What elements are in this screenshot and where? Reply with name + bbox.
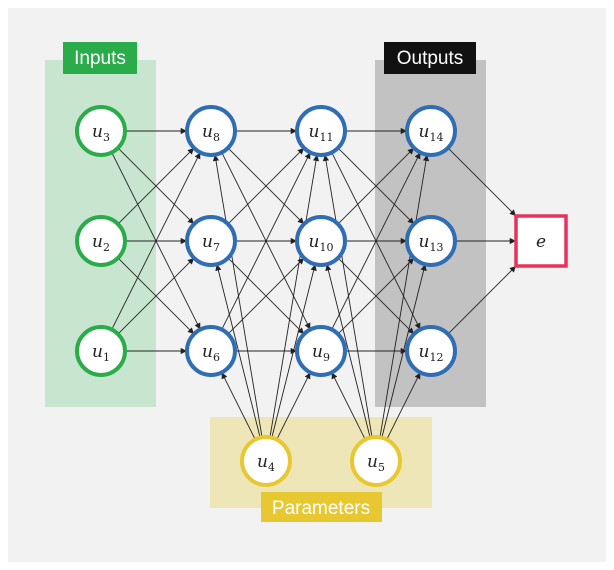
nodes-group: u3 u2 u1 u8 u7 u6 u11 u10 u9 u14 u13 u12 u4 u5 e xyxy=(75,105,568,487)
node-u9: u9 xyxy=(295,325,347,377)
edge-u1-to-u8 xyxy=(111,152,201,330)
node-u1-shape xyxy=(75,325,127,377)
edge-u4-to-u8 xyxy=(212,154,263,438)
node-u6-shape xyxy=(185,325,237,377)
edge-u5-to-u11 xyxy=(322,154,373,438)
node-u8-shape xyxy=(185,105,237,157)
node-u9-shape xyxy=(295,325,347,377)
node-u12: u12 xyxy=(405,325,457,377)
node-u8: u8 xyxy=(185,105,237,157)
node-u3-shape xyxy=(75,105,127,157)
edge-u1-to-u7 xyxy=(117,257,195,335)
node-u5-label: u5 xyxy=(367,452,385,474)
node-u13-shape xyxy=(405,215,457,267)
node-u3-label: u3 xyxy=(92,122,110,144)
edge-u5-to-u12 xyxy=(386,372,421,440)
edges-group xyxy=(111,127,517,440)
node-u10-shape xyxy=(295,215,347,267)
node-u7: u7 xyxy=(185,215,237,267)
edge-u5-to-u9 xyxy=(331,372,366,440)
node-u1-label: u1 xyxy=(92,342,110,364)
parameters-label-text: Parameters xyxy=(272,498,370,519)
node-u3: u3 xyxy=(75,105,127,157)
parameters-label: Parameters xyxy=(261,492,382,522)
edge-u6-to-u10 xyxy=(227,257,305,335)
edge-u10-to-u14 xyxy=(337,147,415,225)
edge-u2-to-u8 xyxy=(117,147,195,225)
node-u8-label: u8 xyxy=(202,122,220,144)
edge-u9-to-u14 xyxy=(331,152,421,330)
edge-u14-to-e xyxy=(447,147,517,217)
edge-u4-to-u11 xyxy=(269,154,320,438)
node-u11-label: u11 xyxy=(309,122,334,144)
edge-u4-to-u7 xyxy=(215,264,261,438)
node-u12-label: u12 xyxy=(419,342,444,364)
node-u2-label: u2 xyxy=(92,232,110,254)
node-u4-label: u4 xyxy=(257,452,275,474)
node-e-label: e xyxy=(536,232,546,252)
edge-u4-to-u10 xyxy=(271,264,317,438)
node-u11-shape xyxy=(295,105,347,157)
node-u11: u11 xyxy=(295,105,347,157)
edge-u4-to-u9 xyxy=(276,372,311,440)
node-u13: u13 xyxy=(405,215,457,267)
node-u4: u4 xyxy=(240,435,292,487)
outputs-label: Outputs xyxy=(384,42,476,74)
node-u14: u14 xyxy=(405,105,457,157)
outputs-label-text: Outputs xyxy=(397,48,464,69)
node-u2: u2 xyxy=(75,215,127,267)
edge-u12-to-e xyxy=(447,265,517,335)
edge-u5-to-u13 xyxy=(381,264,427,438)
node-u2-shape xyxy=(75,215,127,267)
node-u14-shape xyxy=(405,105,457,157)
node-u10-label: u10 xyxy=(309,232,334,254)
node-u10: u10 xyxy=(295,215,347,267)
node-u5: u5 xyxy=(350,435,402,487)
node-e: e xyxy=(514,214,568,268)
edge-u4-to-u6 xyxy=(221,372,256,440)
node-u7-shape xyxy=(185,215,237,267)
node-u4-shape xyxy=(240,435,292,487)
node-u9-label: u9 xyxy=(312,342,330,364)
node-u6: u6 xyxy=(185,325,237,377)
inputs-label: Inputs xyxy=(63,42,137,74)
edge-u6-to-u11 xyxy=(221,152,311,330)
node-u7-label: u7 xyxy=(202,232,220,254)
node-u6-label: u6 xyxy=(202,342,220,364)
edge-u5-to-u14 xyxy=(379,154,430,438)
node-u12-shape xyxy=(405,325,457,377)
node-u5-shape xyxy=(350,435,402,487)
inputs-label-text: Inputs xyxy=(74,48,126,69)
edge-u7-to-u11 xyxy=(227,147,305,225)
node-u14-label: u14 xyxy=(419,122,444,144)
edge-u5-to-u10 xyxy=(325,264,371,438)
node-u13-label: u13 xyxy=(419,232,444,254)
node-u1: u1 xyxy=(75,325,127,377)
edge-u9-to-u13 xyxy=(337,257,415,335)
node-e-shape xyxy=(514,214,568,268)
